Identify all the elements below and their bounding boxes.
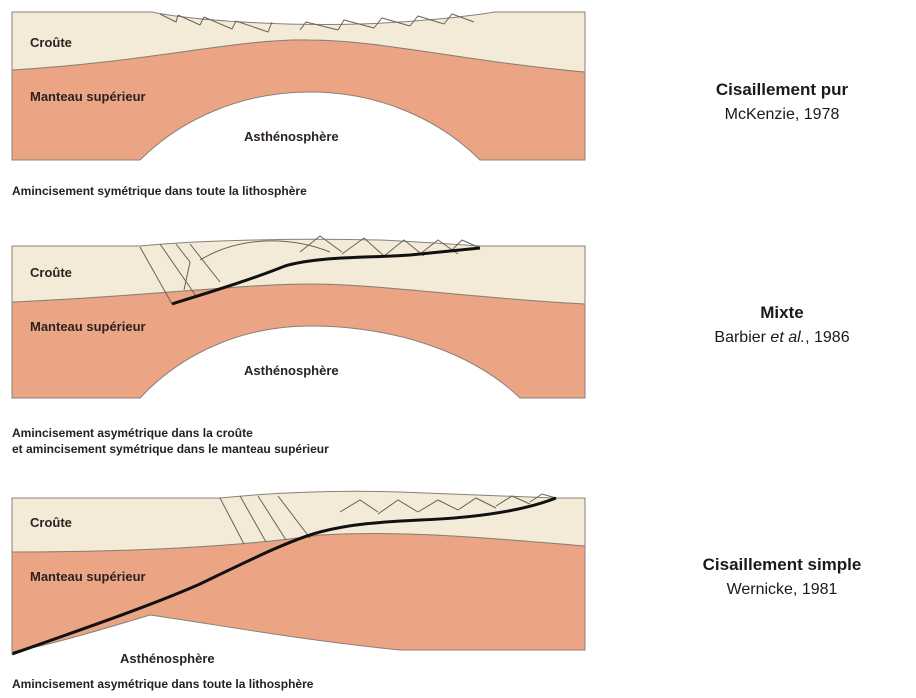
asthenosphere-label: Asthénosphère bbox=[244, 129, 339, 144]
caption-line: et amincisement symétrique dans le mante… bbox=[12, 441, 329, 457]
model-title: Cisaillement simple bbox=[652, 555, 912, 575]
model-reference: Barbier et al., 1986 bbox=[652, 329, 912, 347]
mantle-label: Manteau supérieur bbox=[30, 89, 146, 104]
diagram-simple-shear: Croûte Manteau supérieur Asthénosphère bbox=[12, 491, 585, 666]
model-title: Cisaillement pur bbox=[652, 80, 912, 100]
model-title: Mixte bbox=[652, 303, 912, 323]
lithosphere-diagrams: Croûte Manteau supérieur Asthénosphère C… bbox=[0, 0, 600, 698]
model-reference: Wernicke, 1981 bbox=[652, 581, 912, 599]
asthenosphere-label: Asthénosphère bbox=[244, 363, 339, 378]
model-reference: McKenzie, 1978 bbox=[652, 106, 912, 124]
mantle-layer bbox=[12, 284, 585, 398]
caption-pure-shear: Amincisement symétrique dans toute la li… bbox=[12, 183, 307, 199]
caption-line: Amincisement asymétrique dans la croûte bbox=[12, 425, 329, 441]
crust-label: Croûte bbox=[30, 515, 72, 530]
model-pure-shear: Cisaillement pur McKenzie, 1978 bbox=[652, 80, 912, 124]
mantle-label: Manteau supérieur bbox=[30, 569, 146, 584]
crust-label: Croûte bbox=[30, 35, 72, 50]
model-mixed: Mixte Barbier et al., 1986 bbox=[652, 303, 912, 347]
caption-mixed: Amincisement asymétrique dans la croûte … bbox=[12, 425, 329, 457]
diagram-mixed: Croûte Manteau supérieur Asthénosphère bbox=[12, 236, 585, 398]
diagram-pure-shear: Croûte Manteau supérieur Asthénosphère bbox=[12, 12, 585, 160]
model-simple-shear: Cisaillement simple Wernicke, 1981 bbox=[652, 555, 912, 599]
caption-simple-shear: Amincisement asymétrique dans toute la l… bbox=[12, 676, 313, 692]
caption-line: Amincisement asymétrique dans toute la l… bbox=[12, 677, 313, 691]
mantle-label: Manteau supérieur bbox=[30, 319, 146, 334]
asthenosphere-label: Asthénosphère bbox=[120, 651, 215, 666]
crust-label: Croûte bbox=[30, 265, 72, 280]
caption-line: Amincisement symétrique dans toute la li… bbox=[12, 184, 307, 198]
